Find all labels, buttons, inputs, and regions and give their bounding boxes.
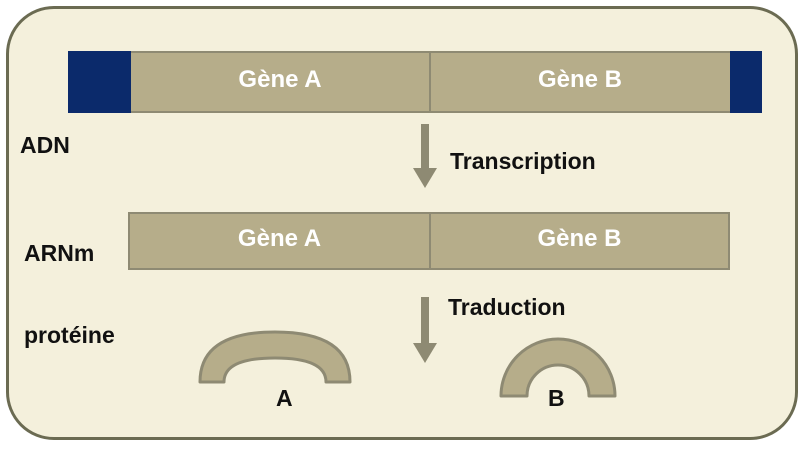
- mrna-label: ARNm: [24, 240, 95, 266]
- mrna-gene-divider: [429, 214, 431, 268]
- protein-b-shape: [499, 337, 617, 398]
- mrna-gene-b-label: Gène B: [537, 225, 622, 252]
- protein-a-label: A: [276, 385, 293, 411]
- dna-strand: [68, 51, 762, 113]
- dna-label: ADN: [20, 132, 70, 158]
- dna-left-cap: [68, 51, 131, 113]
- mrna-gene-a-label: Gène A: [237, 225, 322, 252]
- dna-gene-b-label: Gène B: [537, 66, 623, 93]
- protein-label: protéine: [24, 322, 115, 348]
- translation-label: Traduction: [448, 294, 566, 320]
- protein-b-label: B: [548, 385, 565, 411]
- transcription-arrow: [413, 124, 437, 188]
- transcription-label: Transcription: [450, 148, 596, 174]
- dna-right-cap: [730, 51, 762, 113]
- dna-gene-divider: [429, 53, 431, 111]
- protein-a-shape: [198, 330, 352, 384]
- dna-gene-a-label: Gène A: [238, 66, 322, 93]
- translation-arrow: [413, 297, 437, 363]
